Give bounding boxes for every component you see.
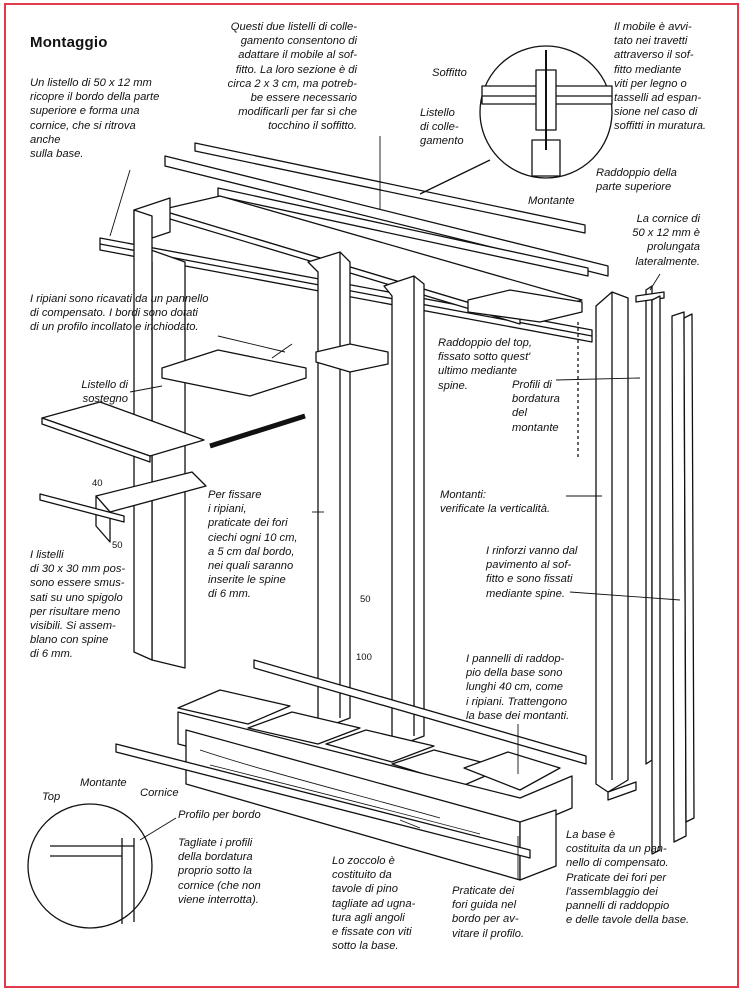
note-fori-guida: Praticate dei fori guida nel bordo per a… [452,885,525,940]
note-ripiani: I ripiani sono ricavati da un pannello d… [30,293,209,334]
note-profilo-bordo: Profilo per bordo [178,809,261,821]
bottom-cornice-strip [115,743,531,859]
note-profili-bordatura: Profili di bordatura del montante [512,379,560,434]
note-base: La base è costituita da un pan- nello di… [566,829,690,927]
leader-lines [109,136,681,880]
central-montante-1 [307,251,351,731]
right-upper-shelf [315,343,389,373]
dim-50-shelf: 50 [112,540,123,551]
note-tagliate-profili: Tagliate i profili della bordatura propr… [178,837,261,906]
note-cornice-prolungata: La cornice di 50 x 12 mm è prolungata la… [632,213,700,268]
note-listello-collegamento: Listello di colle- gamento [420,107,464,148]
note-soffitto: Soffitto [432,67,467,79]
note-raddoppio-top: Raddoppio del top, fissato sotto quest' … [438,337,532,392]
dim-100: 100 [356,652,372,663]
right-side-panel [577,291,629,793]
note-pannelli-raddoppio: I pannelli di raddop- pio della base son… [466,653,570,722]
note-top: Top [42,791,61,803]
note-listello-sostegno: Listello di sostegno [81,379,128,406]
note-montante-detail: Montante [528,195,575,207]
corner-detail [27,803,153,929]
note-fissare-ripiani: Per fissare i ripiani, praticate dei for… [208,489,298,601]
edge-profiles [635,285,695,855]
note-listelli-collegamento: Questi due listelli di colle- gamento co… [227,21,357,133]
dim-50-montante: 50 [360,594,371,605]
top-double-panel [467,289,583,323]
central-montante-2 [383,275,425,749]
note-raddoppio-superiore: Raddoppio della parte superiore [596,167,677,194]
note-listello-top: Un listello di 50 x 12 mm ricopre il bor… [30,77,160,161]
note-cornice: Cornice [140,787,179,799]
upper-shelf [161,349,307,397]
note-mobile-avvitato: Il mobile è avvi- tato nei travetti attr… [614,21,707,133]
connecting-listelli [164,142,609,277]
bottom-back-strip [253,659,587,765]
note-montante-bottom: Montante [80,777,127,789]
right-base-strip [607,781,637,801]
dim-40: 40 [92,478,103,489]
ceiling-detail [419,45,613,195]
base-double-panels [177,689,561,791]
note-rinforzi: I rinforzi vanno dal pavimento al sof- f… [486,545,578,600]
shelf-detail [39,401,306,543]
page-title: Montaggio [30,34,108,51]
note-montanti-verticalita: Montanti: verificate la verticalità. [440,489,551,516]
note-zoccolo: Lo zoccolo è costituito da tavole di pin… [332,855,416,953]
base-panel [177,711,573,831]
note-listelli-30: I listelli di 30 x 30 mm pos- sono esser… [30,549,126,661]
